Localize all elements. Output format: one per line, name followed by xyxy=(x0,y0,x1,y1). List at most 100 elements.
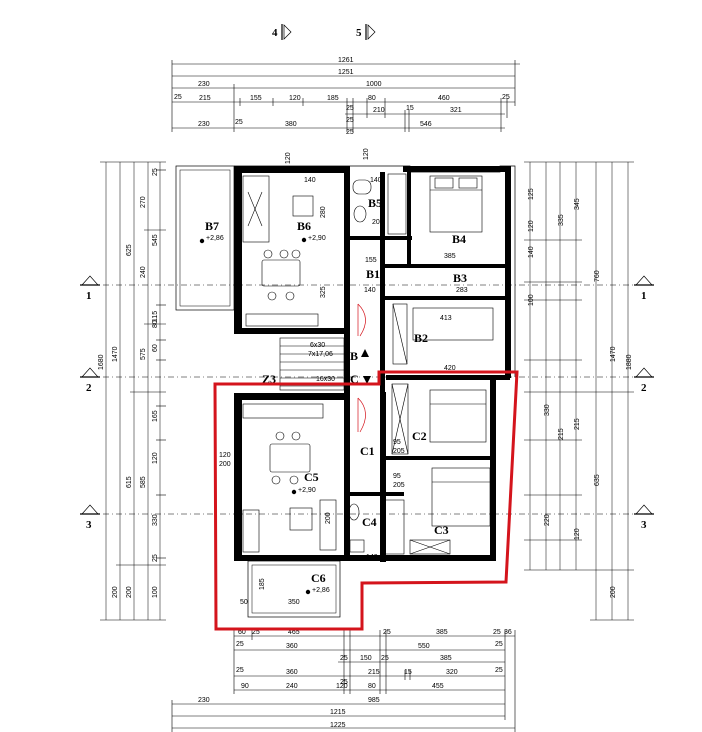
svg-text:325: 325 xyxy=(320,286,327,298)
svg-text:330: 330 xyxy=(152,514,159,526)
room-labels: B7 B6 B5 B4 B1 B3 B2 B C Z3 C2 C1 C5 C4 … xyxy=(205,196,467,585)
room-label-c6: C6 xyxy=(311,571,326,585)
left-dimension-lines: 1680 1470 200 625 615 200 270 240 575 58… xyxy=(98,161,166,621)
svg-text:+2,86: +2,86 xyxy=(312,587,330,594)
svg-text:5: 5 xyxy=(356,27,362,39)
axis-marker-left-3: 3 xyxy=(80,504,100,531)
room-label-c5: C5 xyxy=(304,470,319,484)
bottom-dimension-lines: 60 25 465 25 385 25 36 25 360 25 550 25 … xyxy=(171,629,516,732)
axis-marker-5: 5 xyxy=(356,24,376,40)
svg-text:985: 985 xyxy=(368,697,380,704)
svg-text:140: 140 xyxy=(370,177,382,184)
axis-marker-left-2: 2 xyxy=(80,367,100,394)
room-label-b5: B5 xyxy=(368,196,382,210)
svg-text:575: 575 xyxy=(140,348,147,360)
svg-text:4: 4 xyxy=(272,27,278,39)
svg-text:+2,90: +2,90 xyxy=(308,235,326,242)
svg-text:185: 185 xyxy=(327,95,339,102)
svg-text:283: 283 xyxy=(456,287,468,294)
svg-text:15: 15 xyxy=(404,669,412,676)
svg-text:200: 200 xyxy=(610,586,617,598)
room-label-b2: B2 xyxy=(414,331,428,345)
svg-text:1680: 1680 xyxy=(98,354,105,370)
svg-text:15: 15 xyxy=(406,105,414,112)
svg-text:140: 140 xyxy=(366,554,378,561)
svg-text:25: 25 xyxy=(346,117,354,124)
axis-marker-left-1: 1 xyxy=(80,275,100,302)
axis-marker-right-3: 3 xyxy=(634,504,654,531)
svg-text:120: 120 xyxy=(285,152,292,164)
svg-text:115: 115 xyxy=(152,311,159,322)
svg-text:80: 80 xyxy=(368,95,376,102)
svg-text:320: 320 xyxy=(446,669,458,676)
svg-text:60: 60 xyxy=(238,629,246,636)
svg-text:25: 25 xyxy=(502,94,510,101)
svg-text:550: 550 xyxy=(418,643,430,650)
svg-text:280: 280 xyxy=(320,206,327,218)
svg-text:335: 335 xyxy=(558,214,565,226)
svg-text:215: 215 xyxy=(558,428,565,440)
svg-text:25: 25 xyxy=(383,629,391,636)
svg-text:25: 25 xyxy=(493,629,501,636)
svg-text:25: 25 xyxy=(495,641,503,648)
svg-text:25: 25 xyxy=(174,94,182,101)
room-label-b3: B3 xyxy=(453,271,467,285)
svg-text:200: 200 xyxy=(219,461,231,468)
svg-text:25: 25 xyxy=(236,641,244,648)
svg-text:25: 25 xyxy=(236,667,244,674)
svg-text:200: 200 xyxy=(126,586,133,598)
svg-text:385: 385 xyxy=(440,655,452,662)
svg-text:120: 120 xyxy=(336,683,348,690)
svg-text:25: 25 xyxy=(235,119,243,126)
svg-text:465: 465 xyxy=(288,629,300,636)
svg-text:1: 1 xyxy=(86,290,92,302)
svg-text:3: 3 xyxy=(86,519,92,531)
doors-marks xyxy=(357,303,366,433)
axis-marker-right-2: 2 xyxy=(634,367,654,394)
svg-text:1470: 1470 xyxy=(112,346,119,362)
svg-text:95: 95 xyxy=(393,473,401,480)
room-label-c2: C2 xyxy=(412,429,427,443)
svg-text:95: 95 xyxy=(393,439,401,446)
svg-text:6x30: 6x30 xyxy=(310,342,325,349)
svg-text:185: 185 xyxy=(259,578,266,590)
svg-text:240: 240 xyxy=(140,266,147,278)
svg-text:120: 120 xyxy=(363,148,370,160)
svg-text:150: 150 xyxy=(360,655,372,662)
svg-text:2: 2 xyxy=(86,382,92,394)
svg-text:546: 546 xyxy=(420,121,432,128)
building-walls xyxy=(175,165,516,618)
svg-text:360: 360 xyxy=(286,643,298,650)
interior-dimensions: 120 140 120 280 140 205 155 385 140 283 … xyxy=(219,148,468,606)
level-marks: +2,86 +2,90 +2,90 +2,86 xyxy=(199,235,330,595)
svg-text:140: 140 xyxy=(364,287,376,294)
svg-text:1251: 1251 xyxy=(338,69,354,76)
svg-text:321: 321 xyxy=(450,107,462,114)
svg-text:1215: 1215 xyxy=(330,709,346,716)
svg-text:200: 200 xyxy=(112,586,119,598)
svg-text:120: 120 xyxy=(574,528,581,540)
room-label-b1: B1 xyxy=(366,267,380,281)
right-dimension-lines: 125 120 140 100 330 220 335 215 345 215 … xyxy=(524,161,634,621)
svg-text:345: 345 xyxy=(574,198,581,210)
svg-text:25: 25 xyxy=(381,655,389,662)
svg-text:385: 385 xyxy=(444,253,456,260)
svg-text:140: 140 xyxy=(304,177,316,184)
svg-text:50: 50 xyxy=(240,599,248,606)
svg-text:205: 205 xyxy=(372,219,384,226)
svg-text:205: 205 xyxy=(393,482,405,489)
svg-text:25: 25 xyxy=(340,655,348,662)
svg-text:125: 125 xyxy=(528,188,535,200)
room-label-c: C xyxy=(350,372,359,386)
room-label-b: B xyxy=(350,349,358,363)
svg-text:1225: 1225 xyxy=(330,722,346,729)
svg-text:7x17,06: 7x17,06 xyxy=(308,351,333,358)
svg-text:230: 230 xyxy=(198,697,210,704)
svg-text:3: 3 xyxy=(641,519,647,531)
svg-text:205: 205 xyxy=(393,448,405,455)
svg-text:16x30: 16x30 xyxy=(316,376,335,383)
svg-text:350: 350 xyxy=(288,599,300,606)
stair xyxy=(279,337,345,391)
svg-text:90: 90 xyxy=(241,683,249,690)
highlighted-apartment-outline xyxy=(213,370,519,631)
